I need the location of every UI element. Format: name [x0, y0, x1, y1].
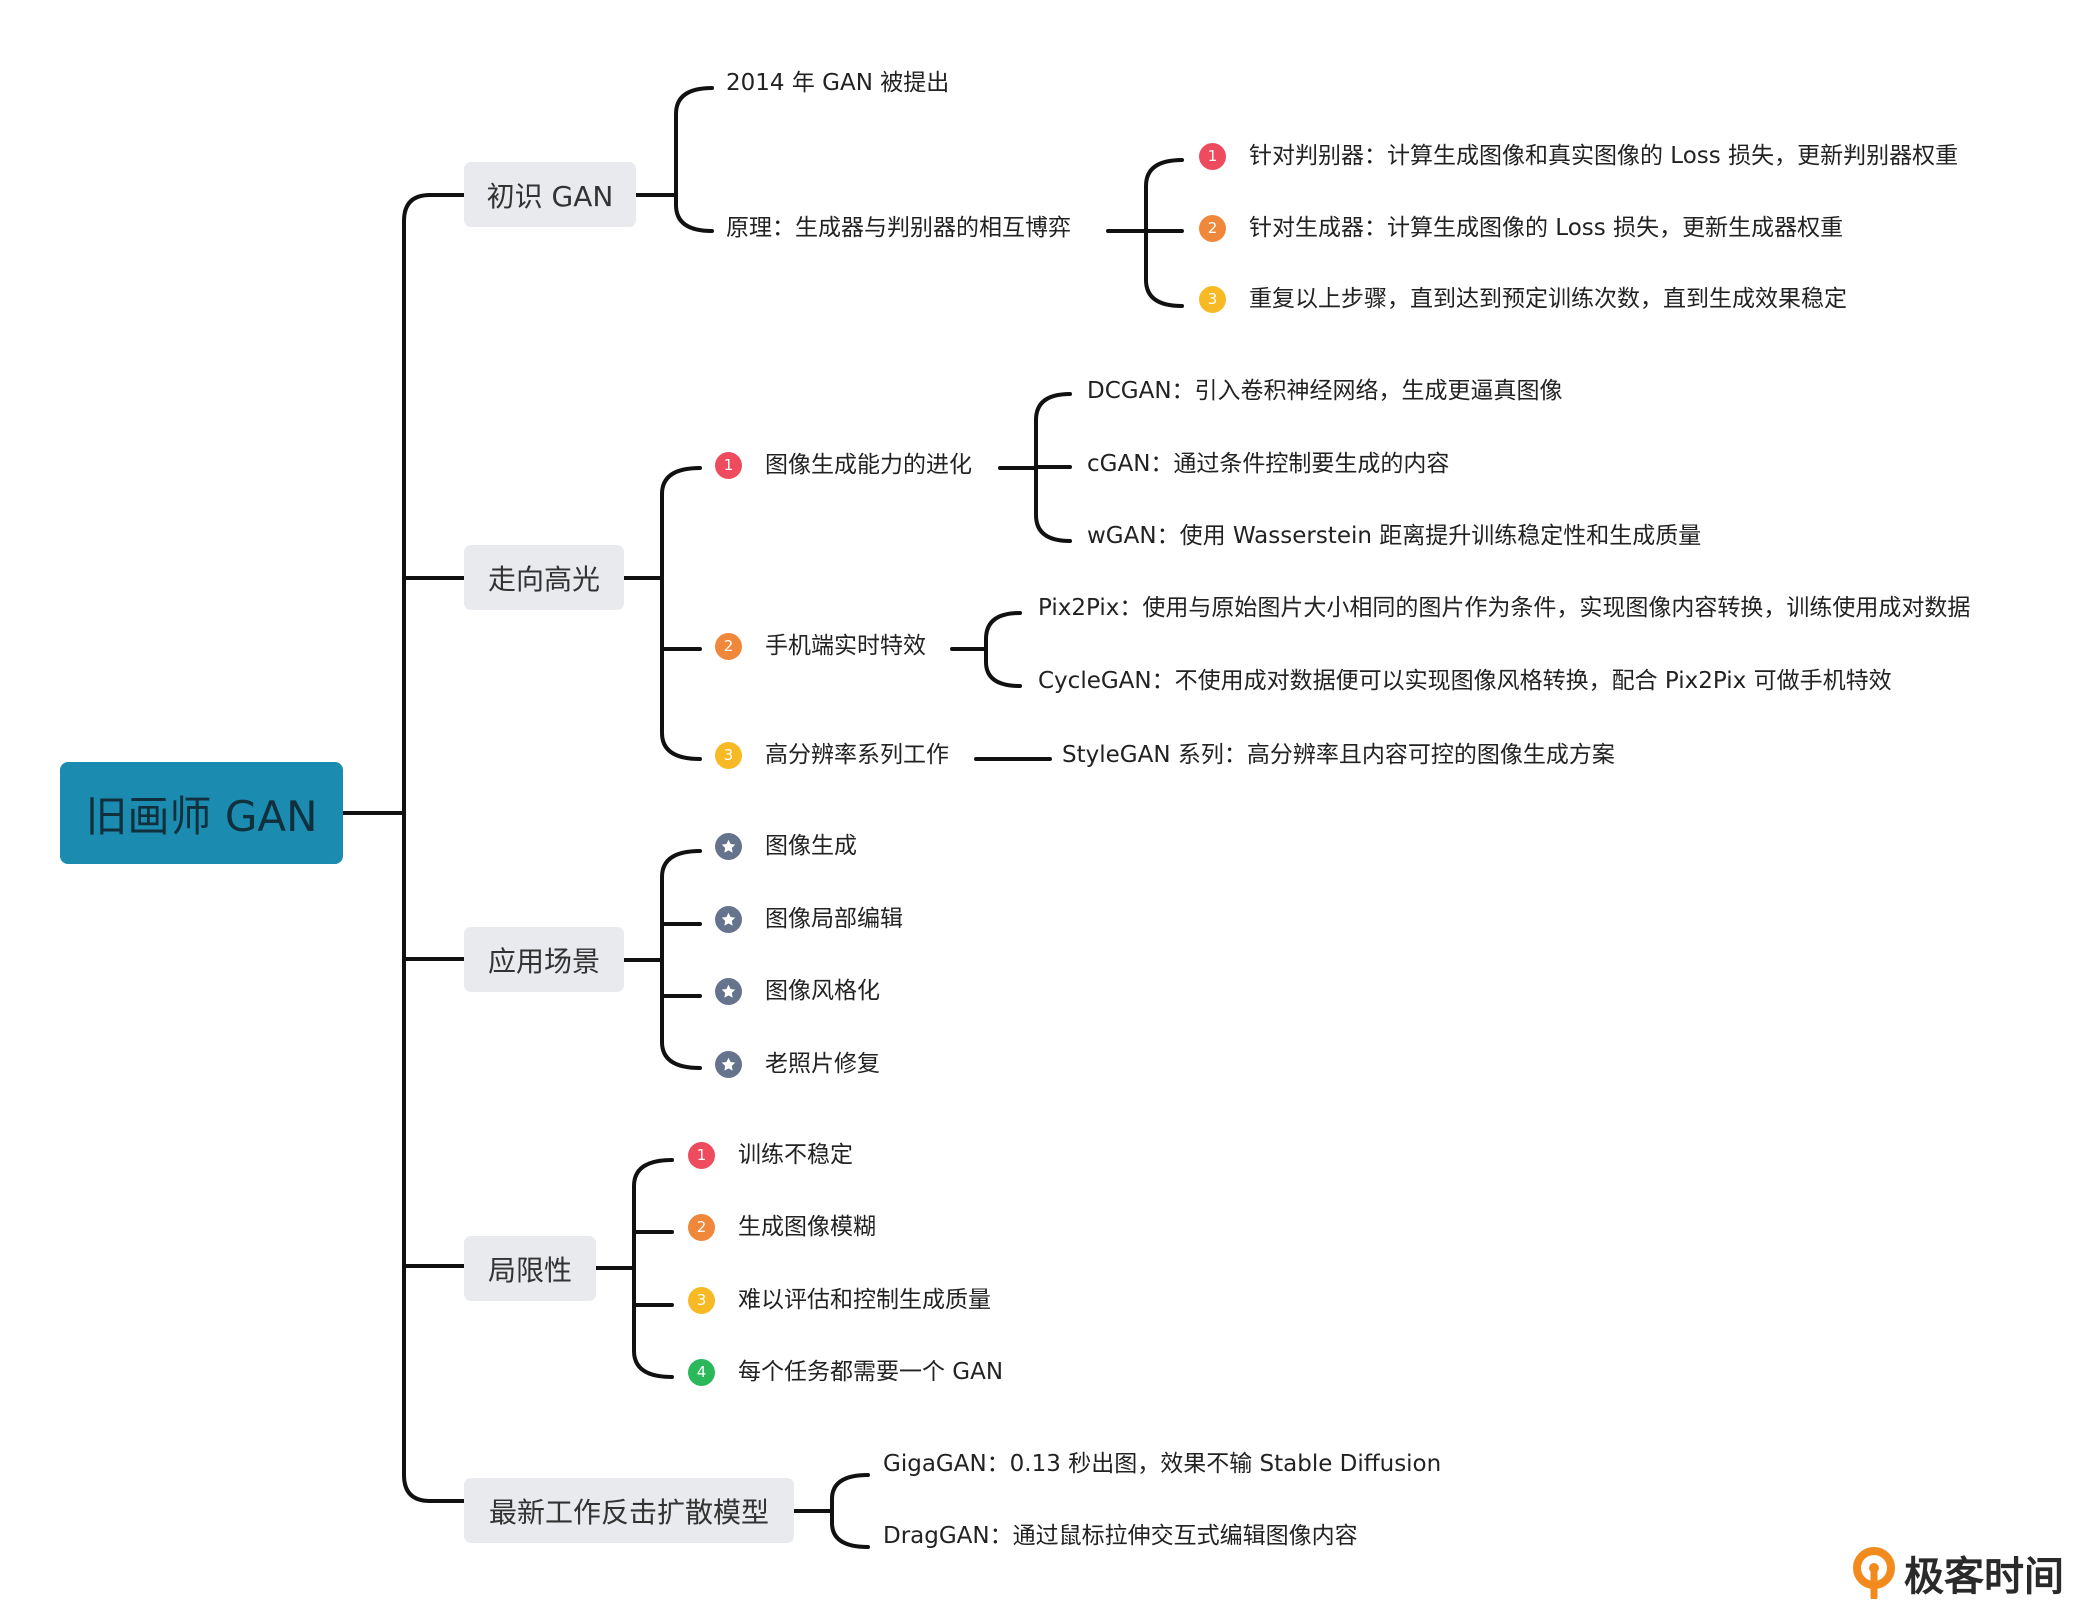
leaf-text: 每个任务都需要一个 GAN	[738, 1359, 1004, 1385]
leaf-text: GigaGAN：0.13 秒出图，效果不输 Stable Diffusion	[883, 1451, 1442, 1477]
geektime-logo-icon	[1853, 1547, 1895, 1599]
leaf-intro-proposed[interactable]: 2014 年 GAN 被提出	[726, 68, 949, 98]
branch-latest-label: 最新工作反击扩散模型	[488, 1495, 769, 1529]
leaf-intro-step-1[interactable]: 1 针对判别器：计算生成图像和真实图像的 Loss 损失，更新判别器权重	[1199, 141, 1958, 171]
leaf-pix2pix[interactable]: Pix2Pix：使用与原始图片大小相同的图片作为条件，实现图像内容转换，训练使用…	[1038, 593, 1970, 623]
leaf-text: 2014 年 GAN 被提出	[726, 70, 950, 96]
leaf-text: 生成图像模糊	[738, 1214, 876, 1240]
number-2-icon: 2	[715, 632, 742, 660]
leaf-text: 原理：生成器与判别器的相互博弈	[726, 215, 1071, 241]
branch-intro-label: 初识 GAN	[486, 179, 614, 213]
number-1-icon: 1	[715, 451, 742, 479]
leaf-text: 图像局部编辑	[765, 906, 903, 932]
branch-highlight[interactable]: 走向高光	[464, 545, 624, 610]
star-icon	[715, 905, 742, 933]
leaf-cyclegan[interactable]: CycleGAN：不使用成对数据便可以实现图像风格转换，配合 Pix2Pix 可…	[1038, 666, 1892, 696]
number-3-icon: 3	[1199, 285, 1226, 313]
branch-limits[interactable]: 局限性	[464, 1236, 596, 1301]
leaf-text: DragGAN：通过鼠标拉伸交互式编辑图像内容	[883, 1523, 1358, 1549]
node-highres[interactable]: 3 高分辨率系列工作	[715, 740, 949, 770]
leaf-app-4[interactable]: 老照片修复	[715, 1049, 880, 1079]
leaf-dcgan[interactable]: DCGAN：引入卷积神经网络，生成更逼真图像	[1087, 376, 1563, 406]
leaf-text: 难以评估和控制生成质量	[738, 1287, 991, 1313]
node-mobile[interactable]: 2 手机端实时特效	[715, 631, 926, 661]
leaf-text: 针对生成器：计算生成图像的 Loss 损失，更新生成器权重	[1249, 215, 1844, 241]
leaf-text: cGAN：通过条件控制要生成的内容	[1087, 451, 1450, 477]
leaf-app-1[interactable]: 图像生成	[715, 831, 857, 861]
leaf-text: wGAN：使用 Wasserstein 距离提升训练稳定性和生成质量	[1087, 523, 1702, 549]
leaf-text: 图像生成	[765, 833, 857, 859]
leaf-intro-step-3[interactable]: 3 重复以上步骤，直到达到预定训练次数，直到生成效果稳定	[1199, 284, 1847, 314]
node-evolution[interactable]: 1 图像生成能力的进化	[715, 450, 972, 480]
leaf-text: 训练不稳定	[738, 1142, 853, 1168]
leaf-limit-1[interactable]: 1 训练不稳定	[688, 1140, 853, 1170]
star-icon	[715, 1050, 742, 1078]
leaf-gigagan[interactable]: GigaGAN：0.13 秒出图，效果不输 Stable Diffusion	[883, 1449, 1441, 1479]
branch-intro[interactable]: 初识 GAN	[464, 162, 636, 227]
star-icon	[715, 832, 742, 860]
leaf-text: Pix2Pix：使用与原始图片大小相同的图片作为条件，实现图像内容转换，训练使用…	[1038, 595, 1971, 621]
branch-apps[interactable]: 应用场景	[464, 927, 624, 992]
leaf-app-3[interactable]: 图像风格化	[715, 976, 880, 1006]
geektime-logo: 极客时间	[1852, 1545, 2064, 1601]
leaf-app-2[interactable]: 图像局部编辑	[715, 904, 903, 934]
branch-latest[interactable]: 最新工作反击扩散模型	[464, 1478, 794, 1543]
leaf-intro-step-2[interactable]: 2 针对生成器：计算生成图像的 Loss 损失，更新生成器权重	[1199, 213, 1843, 243]
leaf-wgan[interactable]: wGAN：使用 Wasserstein 距离提升训练稳定性和生成质量	[1087, 521, 1701, 551]
leaf-text: 图像生成能力的进化	[765, 452, 972, 478]
leaf-text: 针对判别器：计算生成图像和真实图像的 Loss 损失，更新判别器权重	[1249, 143, 1959, 169]
leaf-text: 老照片修复	[765, 1051, 880, 1077]
leaf-text: CycleGAN：不使用成对数据便可以实现图像风格转换，配合 Pix2Pix 可…	[1038, 668, 1892, 694]
leaf-text: 高分辨率系列工作	[765, 742, 949, 768]
root-label: 旧画师 GAN	[85, 791, 318, 841]
number-1-icon: 1	[1199, 142, 1226, 170]
leaf-text: 重复以上步骤，直到达到预定训练次数，直到生成效果稳定	[1249, 286, 1847, 312]
number-2-icon: 2	[688, 1213, 715, 1241]
leaf-stylegan[interactable]: StyleGAN 系列：高分辨率且内容可控的图像生成方案	[1062, 740, 1615, 770]
leaf-text: 图像风格化	[765, 978, 880, 1004]
logo-text: 极客时间	[1904, 1554, 2064, 1600]
leaf-limit-3[interactable]: 3 难以评估和控制生成质量	[688, 1285, 991, 1315]
leaf-text: DCGAN：引入卷积神经网络，生成更逼真图像	[1087, 378, 1563, 404]
leaf-text: StyleGAN 系列：高分辨率且内容可控的图像生成方案	[1062, 742, 1615, 768]
leaf-limit-2[interactable]: 2 生成图像模糊	[688, 1212, 876, 1242]
leaf-text: 手机端实时特效	[765, 633, 926, 659]
branch-apps-label: 应用场景	[488, 944, 601, 978]
leaf-cgan[interactable]: cGAN：通过条件控制要生成的内容	[1087, 449, 1449, 479]
number-1-icon: 1	[688, 1141, 715, 1169]
number-3-icon: 3	[715, 741, 742, 769]
leaf-intro-principle[interactable]: 原理：生成器与判别器的相互博弈	[726, 213, 1071, 243]
number-4-icon: 4	[688, 1358, 715, 1386]
star-icon	[715, 977, 742, 1005]
number-2-icon: 2	[1199, 214, 1226, 242]
branch-highlight-label: 走向高光	[488, 562, 601, 596]
number-3-icon: 3	[688, 1286, 715, 1314]
root-node[interactable]: 旧画师 GAN	[60, 762, 343, 864]
leaf-draggan[interactable]: DragGAN：通过鼠标拉伸交互式编辑图像内容	[883, 1521, 1358, 1551]
branch-limits-label: 局限性	[488, 1253, 573, 1287]
leaf-limit-4[interactable]: 4 每个任务都需要一个 GAN	[688, 1357, 1003, 1387]
